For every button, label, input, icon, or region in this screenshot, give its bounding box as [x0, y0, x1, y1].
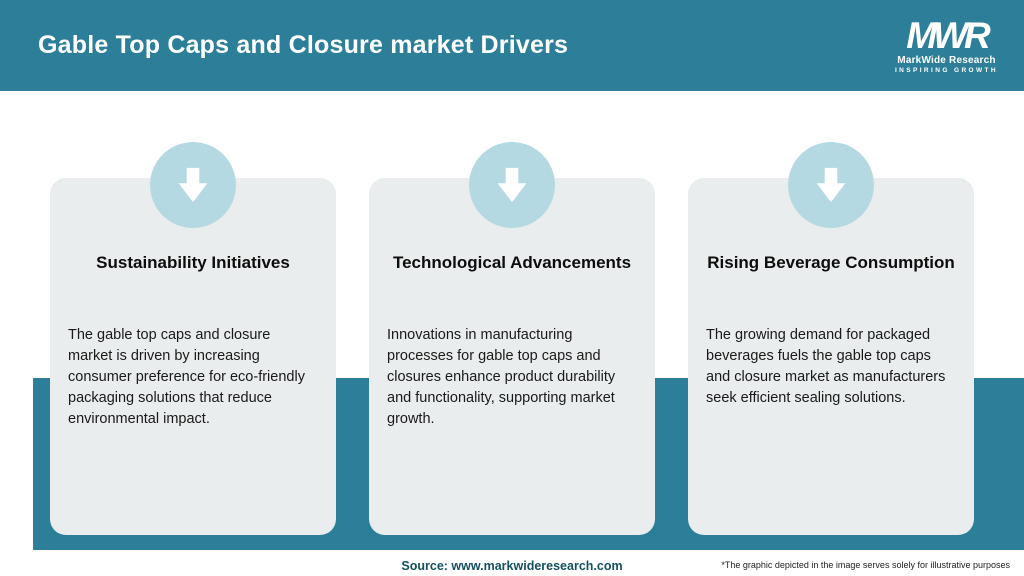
card-rising-beverage-consumption: Rising Beverage Consumption The growing … — [688, 142, 974, 535]
card-body: Innovations in manufacturing processes f… — [387, 327, 616, 428]
card-body: The growing demand for packaged beverage… — [706, 327, 946, 407]
logo-name: MarkWide Research — [897, 54, 996, 66]
disclaimer-text: *The graphic depicted in the image serve… — [721, 560, 1010, 570]
markwide-research-logo: MWR MarkWide Research INSPIRING GROWTH — [895, 17, 1006, 75]
down-arrow-icon — [150, 142, 236, 228]
card-title: Sustainability Initiatives — [96, 253, 290, 272]
header: Gable Top Caps and Closure market Driver… — [0, 0, 1024, 91]
logo-tagline: INSPIRING GROWTH — [894, 66, 998, 74]
driver-cards: Sustainability Initiatives The gable top… — [50, 142, 974, 535]
down-arrow-icon — [469, 142, 555, 228]
logo-acronym: MWR — [906, 14, 990, 56]
card-technological-advancements: Technological Advancements Innovations i… — [369, 142, 655, 535]
source-text: Source: www.markwideresearch.com — [401, 559, 623, 573]
card-body: The gable top caps and closure market is… — [68, 327, 305, 428]
card-title: Rising Beverage Consumption — [707, 253, 955, 272]
page-title: Gable Top Caps and Closure market Driver… — [38, 31, 569, 59]
card-title: Technological Advancements — [392, 253, 632, 272]
down-arrow-icon — [788, 142, 874, 228]
main-content: Sustainability Initiatives The gable top… — [0, 91, 1024, 576]
card-sustainability-initiatives: Sustainability Initiatives The gable top… — [50, 142, 336, 535]
